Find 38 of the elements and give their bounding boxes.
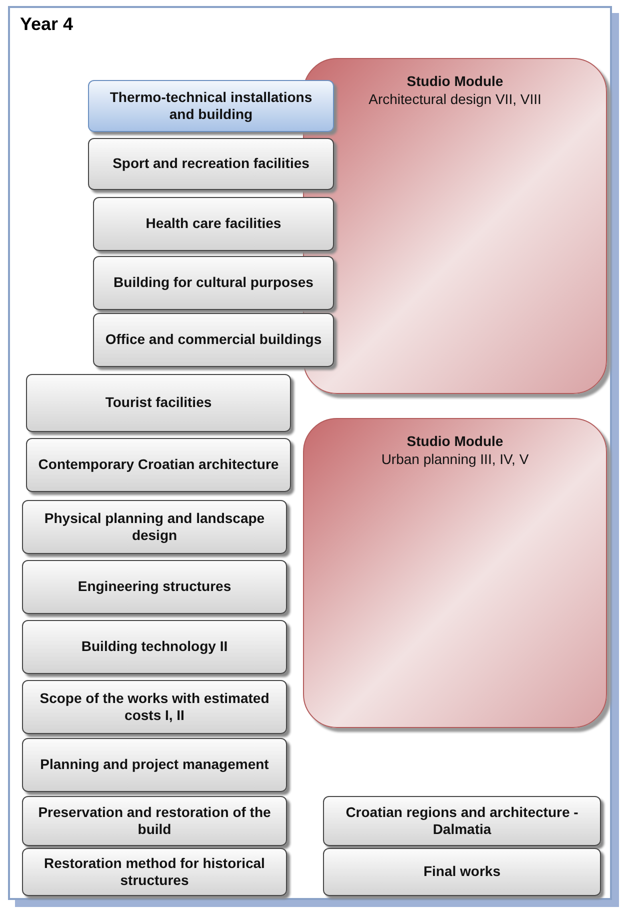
- course-name: Physical planning and landscape design: [43, 510, 266, 544]
- course-box: [93, 313, 334, 367]
- course-name: Building technology II: [81, 638, 228, 656]
- course-name: Health care facilities: [146, 215, 282, 233]
- course-name: Final works: [423, 863, 501, 881]
- course-box: [93, 256, 334, 310]
- course-box: [88, 138, 334, 190]
- course-name: Thermo-technical installations and building: [108, 88, 314, 124]
- course-box: [26, 438, 291, 492]
- course-name: Building for cultural purposes: [114, 274, 314, 292]
- course-name: Engineering structures: [78, 578, 232, 596]
- course-box: [22, 680, 287, 734]
- course-name: Contemporary Croatian architecture: [38, 456, 279, 474]
- year-heading: Year 4: [20, 14, 74, 35]
- course-box: [26, 374, 291, 432]
- course-box: [93, 197, 334, 251]
- course-name: Tourist facilities: [105, 394, 212, 412]
- course-name: Sport and recreation facilities: [112, 155, 310, 173]
- course-box: [22, 848, 287, 896]
- course-name: Planning and project management: [40, 756, 269, 774]
- course-box: [22, 560, 287, 614]
- course-box: [22, 796, 287, 846]
- course-name: Office and commercial buildings: [105, 331, 322, 349]
- module-subtitle: Architectural design VII, VIII: [368, 90, 542, 108]
- course-name: Restoration method for historical structures: [43, 854, 266, 890]
- course-box: [22, 500, 287, 554]
- studio-module-box: [303, 418, 607, 728]
- course-box: [22, 620, 287, 674]
- course-box: [88, 80, 334, 132]
- module-title: Studio Module: [406, 73, 504, 90]
- module-subtitle: Urban planning III, IV, V: [381, 450, 529, 468]
- module-title: Studio Module: [406, 433, 504, 450]
- course-name: Preservation and restoration of the build: [37, 804, 272, 838]
- course-name: Croatian regions and architecture - Dalmatia: [344, 804, 580, 838]
- course-box: [22, 738, 287, 792]
- course-name: Scope of the works with estimated costs I, II: [38, 690, 270, 724]
- course-box: [323, 848, 601, 896]
- course-box: [323, 796, 601, 846]
